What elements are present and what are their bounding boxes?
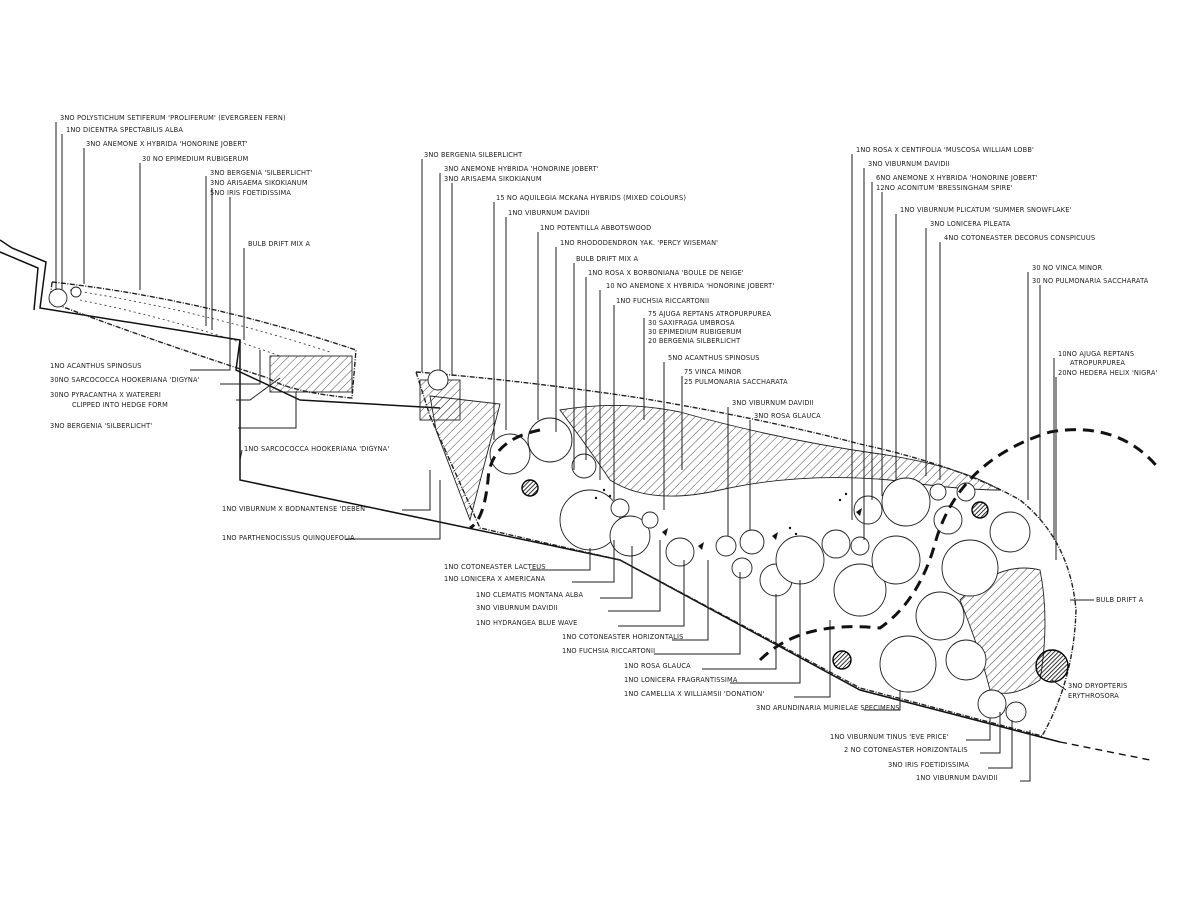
shrub-circles (427, 369, 1031, 723)
label: 3No Arisaema sikokianum (210, 179, 308, 187)
boundary-wall-left (0, 239, 441, 409)
label: 3No Iris foetidissima (888, 761, 969, 769)
label: 25 Pulmonaria saccharata (684, 378, 788, 386)
label: 1No Rosa x borboniana 'Boule de Neige' (588, 269, 744, 277)
boundary-wall-main (239, 340, 1061, 743)
label: 12No Aconitum 'Bressingham Spire' (876, 184, 1013, 192)
label: 6No Anemone x hybrida 'Honorine Jobert' (876, 174, 1038, 182)
label: 1No Fuchsia riccartonii (616, 297, 709, 305)
main-bed (239, 340, 1162, 761)
label: 1No Rosa glauca (624, 662, 691, 670)
label: 1No Rhododendron yak. 'Percy Wiseman' (560, 239, 718, 247)
label: 3No Bergenia 'Silberlicht' (210, 169, 312, 177)
label: 1No Lonicera fragrantissima (624, 676, 738, 684)
label: clipped into hedge form (72, 401, 168, 409)
label: 1No Cotoneaster horizontalis (562, 633, 683, 641)
label: 3No Bergenia Silberlicht (424, 151, 523, 159)
label: 1No Fuchsia riccartonii (562, 647, 655, 655)
bulb-drift-boundary-2 (758, 428, 1162, 662)
label: 10 No Anemone x hybrida 'Honorine Jobert… (606, 282, 774, 290)
label: Bulb drift A (1096, 596, 1144, 604)
label: 5No Acanthus spinosus (668, 354, 760, 362)
specimen-shrub-2 (832, 650, 852, 670)
label: 1No Acanthus spinosus (50, 362, 142, 370)
label: 3No Viburnum davidii (868, 160, 950, 168)
specimen-shrub-4 (1035, 649, 1069, 683)
label: 1No Cotoneaster lacteus (444, 563, 546, 571)
label: 1No Viburnum davidii (508, 209, 590, 217)
label: 1No Parthenocissus quinquefolia (222, 534, 355, 542)
label: 3No Dryopteris (1068, 682, 1128, 690)
label: 30 No Epimedium rubigerum (142, 155, 248, 163)
label: 30No Pyracantha x watereri (50, 391, 161, 399)
label: 3No Anemone x hybrida 'Honorine Jobert' (86, 140, 248, 148)
main-bed-outline (415, 371, 1077, 737)
label: 1No Clematis montana alba (476, 591, 583, 599)
label: 1No Viburnum tinus 'Eve Price' (830, 733, 949, 741)
label: 3No Arisaema sikokianum (444, 175, 542, 183)
label: Atropurpurea (1070, 359, 1125, 367)
plant-labels: 3No Polystichum setiferum 'Proliferum' (… (50, 114, 1157, 782)
label: 5No Iris foetidissima (210, 189, 291, 197)
label: erythrosora (1068, 692, 1119, 700)
label: 75 Vinca minor (684, 368, 742, 376)
pyracantha-hedge (269, 355, 353, 393)
label: 4No Cotoneaster decorus conspicuus (944, 234, 1095, 242)
label: Bulb drift mix A (248, 240, 311, 248)
label: 1No Viburnum davidii (916, 774, 998, 782)
label: 1No Rosa x centifolia 'Muscosa William L… (856, 146, 1034, 154)
label: 1No Lonicera x americana (444, 575, 546, 583)
label: 30 Epimedium rubigerum (648, 328, 742, 336)
label: 1No Potentilla Abbotswood (540, 224, 651, 232)
upper-left-bed (0, 239, 441, 409)
plant-markers (594, 488, 862, 550)
label: 3No Polystichum setiferum 'Proliferum' (… (60, 114, 286, 122)
bulb-drift-boundary-1 (469, 428, 541, 530)
label: 30 No Pulmonaria saccharata (1032, 277, 1149, 285)
label: 1No Dicentra spectabilis Alba (66, 126, 183, 134)
label: 15 No Aquilegia McKana Hybrids (Mixed co… (496, 194, 686, 202)
label: 10No Ajuga reptans (1058, 350, 1134, 358)
label: 3No Viburnum davidii (732, 399, 814, 407)
label: 3No Bergenia 'Silberlicht' (50, 422, 152, 430)
label: 1No Viburnum x bodnantense 'Deben' (222, 505, 367, 513)
label: 1No Hydrangea blue wave (476, 619, 577, 627)
label: 30 No Vinca minor (1032, 264, 1102, 272)
label: 3No Viburnum davidii (476, 604, 558, 612)
label: 3No Anemone hybrida 'Honorine Jobert' (444, 165, 599, 173)
label: 3No Lonicera pileata (930, 220, 1011, 228)
label: 30 Saxifraga umbrosa (648, 319, 735, 327)
label: 20No Hedera helix 'Nigra' (1058, 369, 1157, 377)
specimen-shrub-1 (521, 479, 539, 497)
label: 1No Sarcococca hookeriana 'Digyna' (244, 445, 389, 453)
upper-bed-outline (49, 281, 357, 399)
label: 30No Sarcococca hookeriana 'Digyna' (50, 376, 200, 384)
label: 3No Rosa glauca (754, 412, 821, 420)
label: 20 Bergenia Silberlicht (648, 337, 741, 345)
garden-edge-line (1059, 741, 1151, 761)
label: 1No Viburnum plicatum 'Summer Snowflake' (900, 206, 1072, 214)
label: 3No Arundinaria murielae specimens (756, 704, 900, 712)
specimen-shrub-3 (971, 501, 989, 519)
label: 1No Camellia x williamsii 'Donation' (624, 690, 764, 698)
label: 75 Ajuga reptans Atropurpurea (648, 310, 771, 318)
label: Bulb drift mix A (576, 255, 639, 263)
label: 2 No Cotoneaster horizontalis (844, 746, 968, 754)
